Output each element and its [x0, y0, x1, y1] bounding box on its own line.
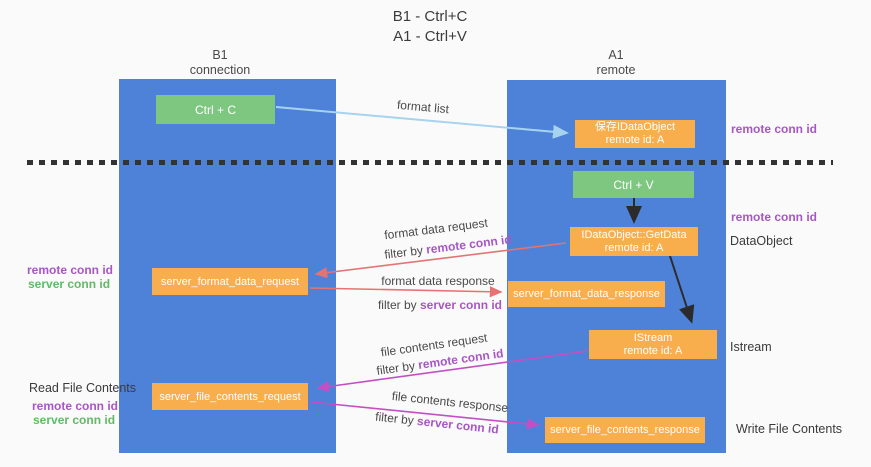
- server-format-data-response-node: server_format_data_response: [508, 281, 665, 307]
- server-format-data-response-label: server_format_data_response: [513, 288, 660, 300]
- diagram-title-line2: A1 - Ctrl+V: [393, 28, 467, 45]
- filter-by-text: filter by: [374, 409, 418, 428]
- save-idataobject-line2: remote id: A: [605, 134, 665, 146]
- write-file-contents-annotation: Write File Contents: [736, 422, 843, 436]
- save-idataobject-line1: 保存IDataObject: [594, 121, 676, 133]
- idataobject-getdata-line2: remote id: A: [604, 241, 664, 254]
- ctrl-c-node: Ctrl + C: [156, 95, 275, 124]
- dashed-separator-line: [27, 160, 833, 165]
- server-file-contents-request-label: server_file_contents_request: [159, 390, 301, 403]
- server-file-contents-response-label: server_file_contents_response: [550, 424, 700, 436]
- dataobject-annotation: DataObject: [730, 234, 793, 248]
- idataobject-getdata-line1: IDataObject::GetData: [581, 228, 687, 241]
- left-remote-conn-id-mid: remote conn id: [27, 263, 114, 277]
- ctrl-v-label: Ctrl + V: [613, 177, 654, 192]
- filter-by-text: filter by: [383, 242, 428, 262]
- right-remote-conn-id-mid: remote conn id: [731, 210, 818, 224]
- diagram-title: B1 - Ctrl+C A1 - Ctrl+V: [280, 7, 580, 47]
- left-server-conn-id-mid: server conn id: [28, 277, 111, 291]
- server-format-data-request-node: server_format_data_request: [152, 268, 308, 295]
- format-data-response-label: format data response: [381, 274, 495, 288]
- ctrl-c-label: Ctrl + C: [194, 102, 236, 117]
- diagram-title-line1: B1 - Ctrl+C: [392, 8, 468, 25]
- remote-conn-id-text: remote conn id: [425, 232, 513, 257]
- format-data-response-filter-label: filter by server conn id: [365, 298, 515, 312]
- server-file-contents-response-node: server_file_contents_response: [545, 417, 705, 443]
- left-remote-conn-id-bottom: remote conn id: [32, 399, 119, 413]
- right-remote-conn-id-top: remote conn id: [731, 122, 818, 136]
- filter-by-text: filter by: [375, 358, 420, 378]
- read-file-contents-annotation: Read File Contents: [29, 381, 137, 395]
- format-data-response-arrow: [309, 286, 503, 298]
- ctrl-v-node: Ctrl + V: [573, 171, 694, 198]
- filter-by-text: filter by: [377, 298, 420, 312]
- lifeline-b1-role: connection: [189, 63, 251, 77]
- istream-node: IStream remote id: A: [589, 330, 717, 359]
- lifeline-b1-name: B1: [212, 48, 228, 62]
- format-list-label: format list: [396, 97, 450, 117]
- idataobject-getdata-node: IDataObject::GetData remote id: A: [570, 227, 698, 256]
- server-conn-id-text: server conn id: [416, 413, 500, 437]
- save-idataobject-node: 保存IDataObject remote id: A: [575, 120, 695, 148]
- server-file-contents-request-node: server_file_contents_request: [152, 383, 308, 410]
- istream-annotation: Istream: [730, 340, 772, 354]
- istream-line1: IStream: [633, 331, 673, 344]
- lifeline-a1-role: remote: [596, 63, 636, 77]
- istream-line2: remote id: A: [623, 344, 683, 357]
- lifeline-a1-name: A1: [608, 48, 624, 62]
- server-conn-id-text: server conn id: [419, 298, 503, 312]
- left-server-conn-id-bottom: server conn id: [33, 413, 116, 427]
- server-format-data-request-label: server_format_data_request: [160, 275, 300, 288]
- lifeline-header-a1: A1 remote: [546, 48, 686, 78]
- lifeline-header-b1: B1 connection: [150, 48, 290, 78]
